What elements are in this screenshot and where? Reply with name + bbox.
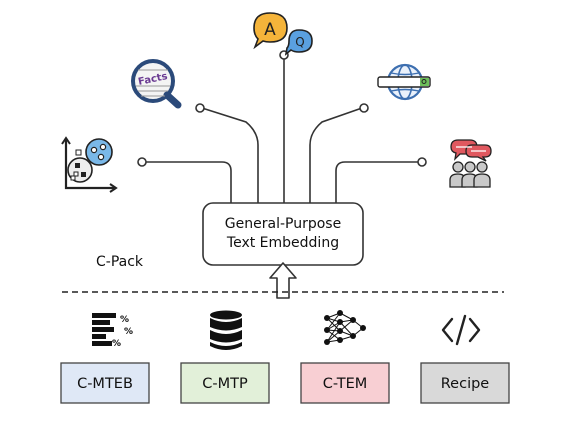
center-box-line2: Text Embedding <box>226 235 339 251</box>
general-purpose-embedding-box: General-Purpose Text Embedding <box>202 202 364 266</box>
node-chart <box>137 157 147 167</box>
component-label-c-tem: C-TEM <box>323 376 368 392</box>
qa-letter-a: A <box>264 20 276 40</box>
neural-network-icon <box>324 310 366 345</box>
connector-nodes <box>137 50 427 167</box>
component-box-c-tem: C-TEM <box>300 362 390 404</box>
qa-speech-bubbles-icon: A Q <box>253 12 313 56</box>
node-people <box>417 157 427 167</box>
svg-text:%: % <box>112 339 121 349</box>
component-label-c-mteb: C-MTEB <box>77 376 133 392</box>
component-box-c-mteb: C-MTEB <box>60 362 150 404</box>
database-icon <box>210 310 242 350</box>
node-globe <box>359 103 369 113</box>
component-label-recipe: Recipe <box>441 376 490 392</box>
c-pack-label: C-Pack <box>96 254 144 270</box>
center-box-line1: General-Purpose <box>225 216 341 232</box>
connector-to-chart <box>146 161 232 203</box>
component-box-recipe: Recipe <box>420 362 510 404</box>
svg-text:%: % <box>120 315 129 325</box>
people-discussion-icon <box>449 139 492 188</box>
component-box-c-mtp: C-MTP <box>180 362 270 404</box>
connector-to-globe <box>309 107 363 203</box>
svg-text:%: % <box>124 327 133 337</box>
up-arrow-icon <box>269 262 297 299</box>
web-search-globe-icon <box>377 63 431 101</box>
connector-to-facts <box>201 107 259 203</box>
connector-to-people <box>335 161 420 203</box>
component-label-c-mtp: C-MTP <box>202 376 248 392</box>
facts-magnifier-icon: Facts <box>131 59 182 109</box>
connector-lines <box>146 57 420 203</box>
scatter-chart-icon <box>61 136 118 193</box>
qa-letter-q: Q <box>295 35 304 49</box>
code-brackets-icon <box>441 314 481 346</box>
node-facts <box>195 103 205 113</box>
percentage-bars-icon: % % % <box>92 313 133 349</box>
